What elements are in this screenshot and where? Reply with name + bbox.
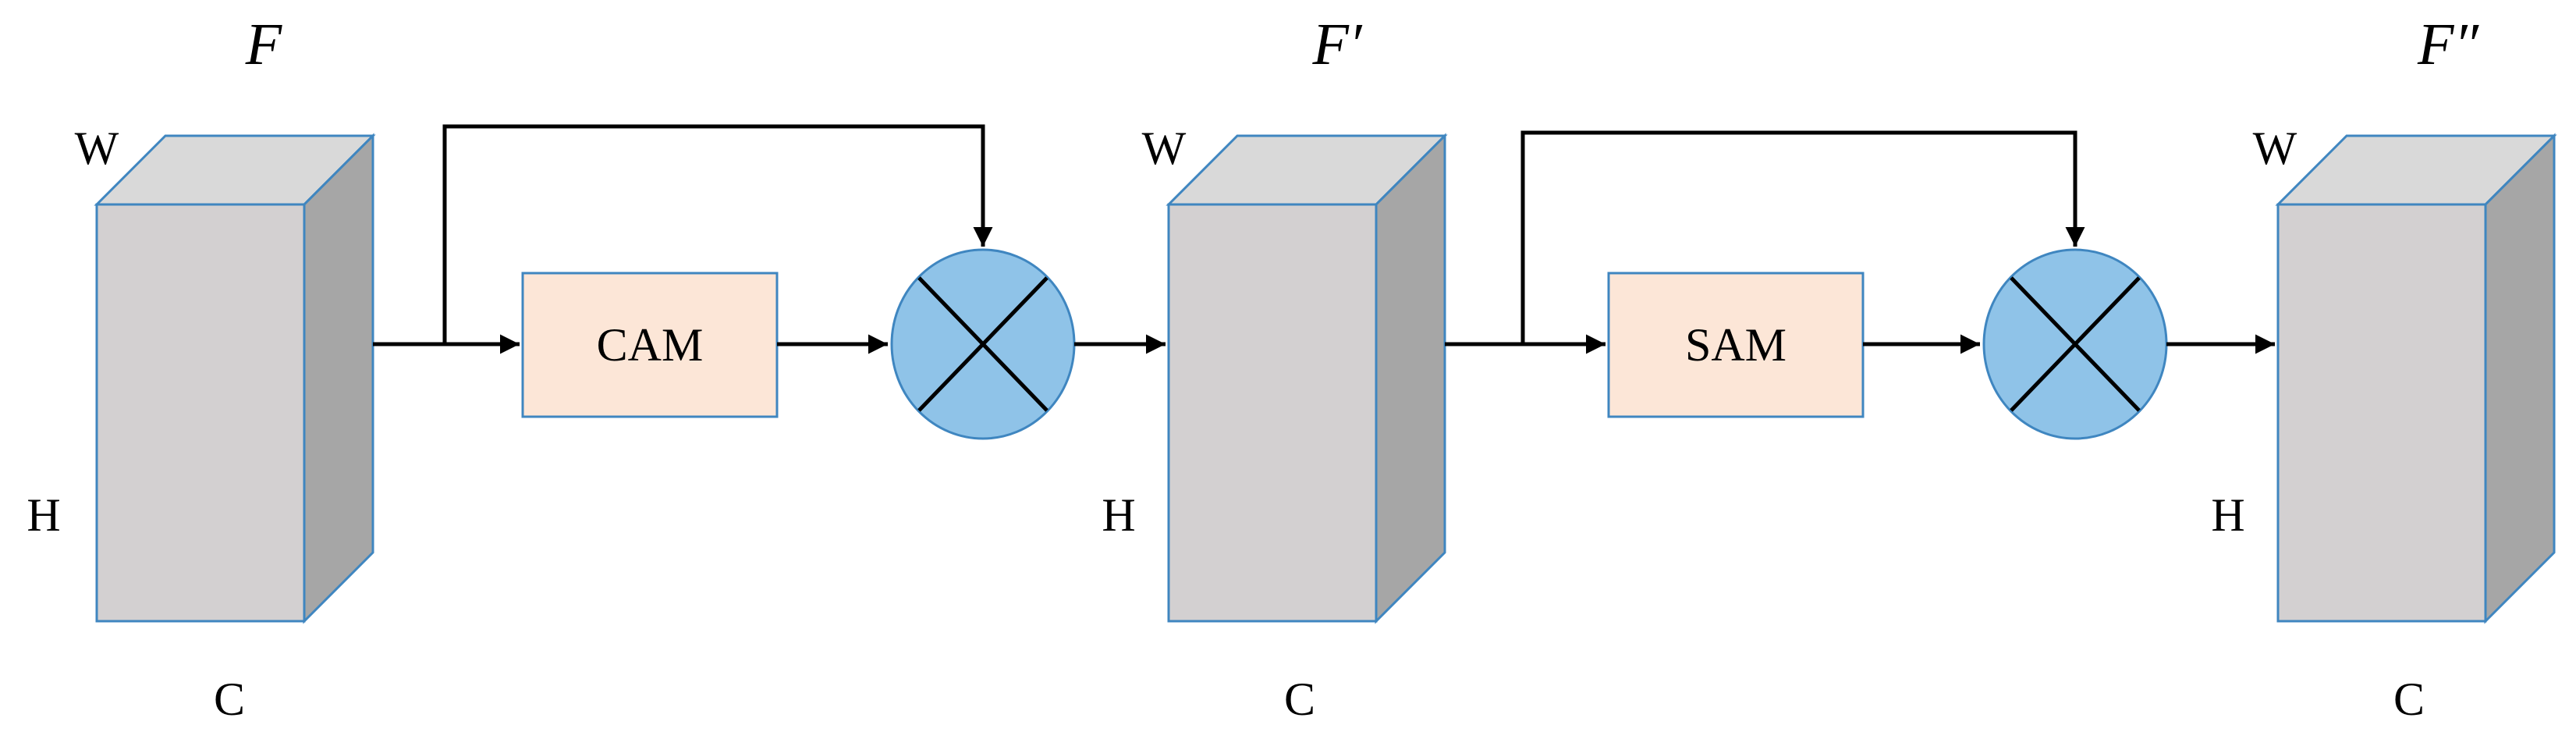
cube-side-face (2484, 133, 2556, 624)
multiply-cross-icon (2010, 276, 2141, 412)
arrow-skip-f-prime-to-multiply (1520, 130, 2085, 344)
multiply-node-2 (1982, 248, 2168, 440)
sam-label: SAM (1685, 319, 1787, 371)
arrow-skip-f-to-multiply (442, 124, 993, 344)
sam-module: SAM (1607, 272, 1865, 418)
channel-label: C (214, 673, 245, 725)
channel-label: C (1284, 673, 1315, 725)
width-label: W (1142, 123, 1187, 174)
cam-box (521, 272, 779, 418)
cube-side-face (303, 133, 374, 624)
height-label: H (27, 489, 60, 541)
feature-map-f-prime: F′ W H C (1102, 12, 1448, 725)
feature-map-title: F″ (2417, 12, 2479, 77)
cube-side-face (1375, 133, 1446, 624)
feature-map-f: F W H C (27, 12, 376, 725)
feature-map-title: F (245, 12, 283, 77)
feature-map-title: F′ (1311, 12, 1362, 77)
cube-front-face (2276, 203, 2487, 623)
height-label: H (2211, 489, 2244, 541)
width-label: W (2253, 123, 2297, 174)
cam-label: CAM (597, 319, 704, 371)
connectors (373, 124, 2275, 354)
width-label: W (75, 123, 119, 174)
channel-label: C (2393, 673, 2425, 725)
cam-module: CAM (521, 272, 779, 418)
cube-front-face (95, 203, 306, 623)
multiply-node-1 (890, 248, 1076, 440)
feature-map-f-double-prime: F″ W H C (2211, 12, 2557, 725)
height-label: H (1102, 489, 1135, 541)
multiply-cross-icon (917, 276, 1048, 412)
cube-front-face (1167, 203, 1378, 623)
sam-box (1607, 272, 1865, 418)
